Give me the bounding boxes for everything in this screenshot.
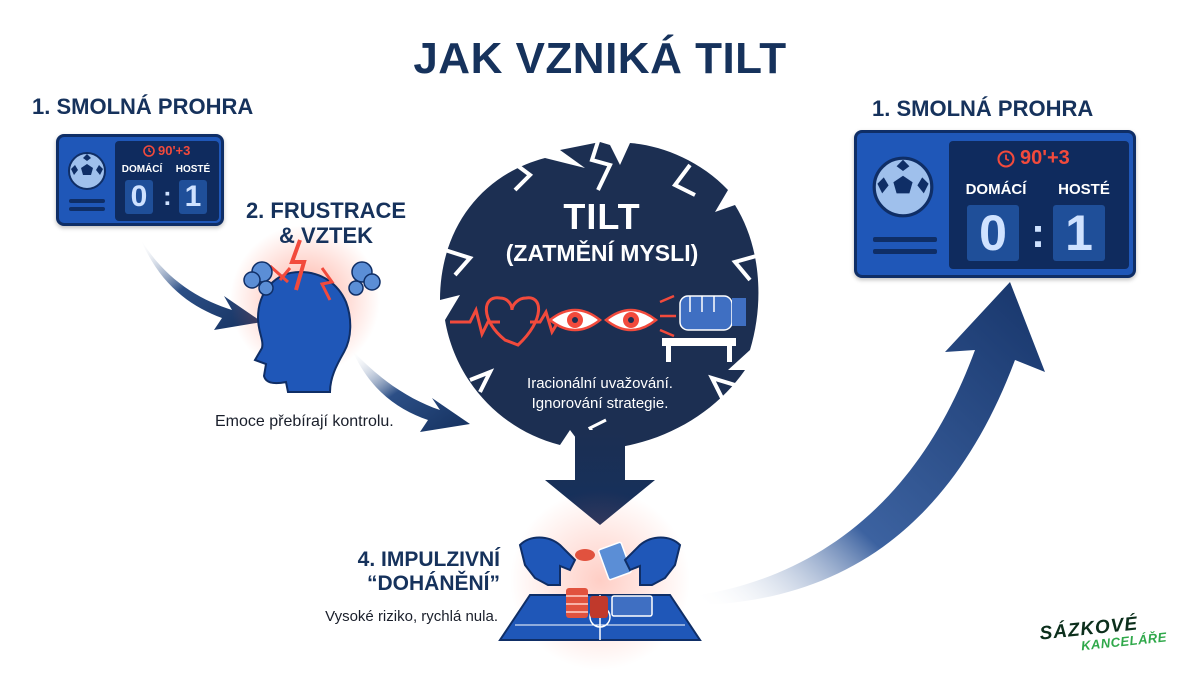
clock-icon: [997, 149, 1015, 168]
arrow-4-to-1: [700, 282, 1045, 605]
arrow-2-to-3: [352, 350, 470, 432]
step4-caption: Vysoké riziko, rychlá nula.: [325, 608, 498, 625]
tilt-title: TILT: [563, 196, 641, 237]
tilt-desc-line1: Iracionální uvažování.: [527, 375, 673, 392]
scoreboard-left: 90'+3 DOMÁCÍ HOSTÉ 0 : 1: [56, 134, 224, 226]
away-team-label: HOSTÉ: [175, 164, 211, 175]
step2-label: 2. FRUSTRACE & VZTEK: [236, 198, 416, 249]
step4-label: 4. IMPULZIVNÍ “DOHÁNĚNÍ”: [320, 548, 500, 596]
eye-icon: [547, 308, 659, 332]
step4-label-line2: “DOHÁNĚNÍ”: [366, 572, 500, 596]
betting-table: [498, 490, 702, 670]
tilt-subtitle: (ZATMĚNÍ MYSLI): [505, 240, 699, 266]
step2-label-line2: & VZTEK: [278, 223, 374, 249]
cash-icon: [598, 541, 653, 617]
match-time: 90'+3: [1020, 147, 1070, 169]
home-team-label: DOMÁCÍ: [965, 181, 1027, 198]
clock-icon: [143, 144, 155, 157]
step1-left-label: 1. SMOLNÁ PROHRA: [32, 94, 254, 119]
angry-head-icon: [230, 225, 381, 393]
home-team-label: DOMÁCÍ: [121, 164, 163, 175]
fist-icon: [659, 294, 746, 362]
home-score: 0: [967, 205, 1019, 261]
scoreboard-right: 90'+3 DOMÁCÍ HOSTÉ 0 : 1: [854, 130, 1136, 278]
step2-caption: Emoce přebírají kontrolu.: [215, 413, 394, 430]
tilt-desc-line2: Ignorování strategie.: [531, 395, 669, 413]
match-time: 90'+3: [158, 143, 191, 158]
step1-right-label: 1. SMOLNÁ PROHRA: [872, 96, 1094, 121]
chips-icon: [566, 549, 608, 618]
score-separator: :: [1031, 209, 1045, 256]
step4-label-line1: 4. IMPULZIVNÍ: [357, 548, 500, 571]
diagram-title: JAK VZNIKÁ TILT: [413, 34, 787, 83]
soccer-ball-icon: [67, 151, 107, 196]
score-separator: :: [163, 181, 172, 211]
away-score: 1: [1053, 205, 1105, 261]
away-score: 1: [179, 180, 207, 214]
soccer-ball-icon: [871, 155, 935, 224]
step2-label-line1: 2. FRUSTRACE: [245, 198, 407, 223]
away-team-label: HOSTÉ: [1058, 181, 1110, 198]
hands-icon: [518, 536, 682, 586]
tilt-description: Iracionální uvažování. Ignorování strate…: [460, 374, 740, 415]
home-score: 0: [125, 180, 153, 214]
